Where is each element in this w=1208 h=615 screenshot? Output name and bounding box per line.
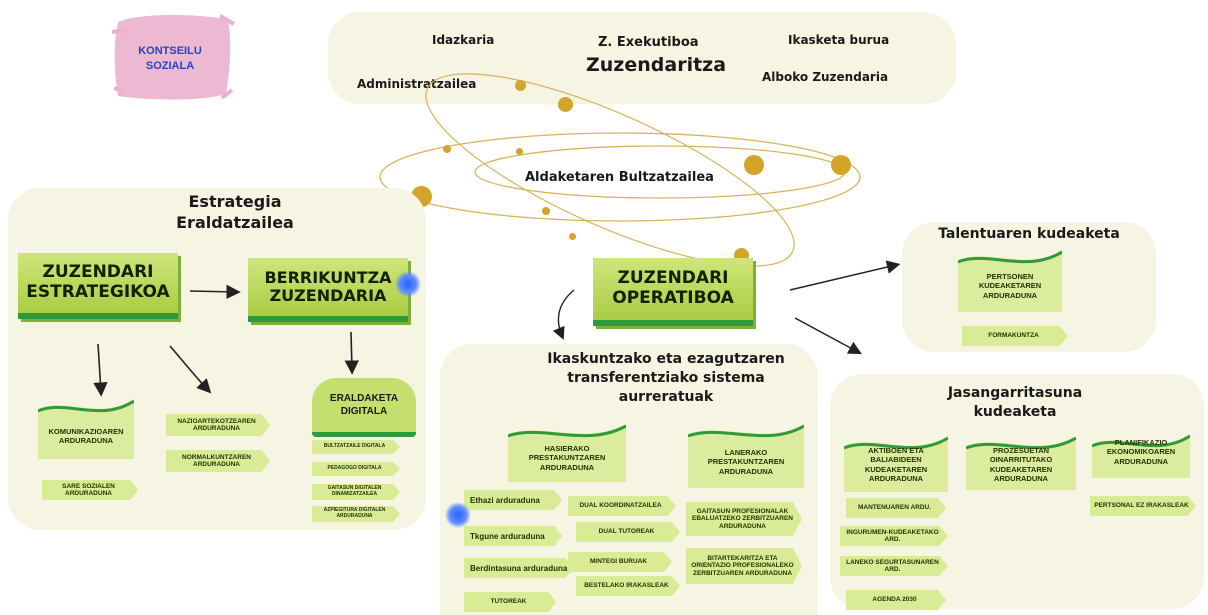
- zuzendari-estrategikoa-box: ZUZENDARI ESTRATEGIKOA: [18, 253, 178, 319]
- normalkuntza-tag: NORMALKUNTZAREN ARDURADUNA: [166, 450, 270, 472]
- planifikazio-card: PLANIFIKAZIO EKONOMIKOAREN ARDURADUNA: [1092, 434, 1190, 478]
- alboko-zuzendaria-label: Alboko Zuzendaria: [762, 70, 889, 84]
- dual-tutoreak-tag: DUAL TUTOREAK: [576, 522, 680, 542]
- komunikazioa-label: KOMUNIKAZIOAREN ARDURADUNA: [48, 427, 124, 446]
- pertsonal-tag: PERTSONAL EZ IRAKASLEAK: [1090, 496, 1196, 516]
- administratzailea-label: Administratzailea: [357, 77, 477, 91]
- cursor-highlight: [445, 502, 471, 528]
- exekutiboa-label: Z. Exekutiboa: [598, 35, 699, 50]
- zuzendaritza-panel: [328, 12, 956, 104]
- orbit-dot: [558, 97, 573, 112]
- lanerako-label: LANERAKO PRESTAKUNTZAREN ARDURADUNA: [707, 448, 785, 476]
- digital-tag: BULTZATZAILE DIGITALA: [312, 440, 400, 454]
- eraldaketa-digitala-label: ERALDAKETA DIGITALA: [329, 393, 399, 417]
- zuzendari-operatiboa-box: ZUZENDARI OPERATIBOA: [593, 258, 753, 326]
- aktiboen-label: AKTIBOEN ETA BALIABIDEEN KUDEAKETAREN AR…: [864, 446, 928, 484]
- prozesuetan-card: PROZESUETAN OINARRITUTAKO KUDEAKETAREN A…: [966, 436, 1076, 490]
- orbit-dot: [542, 207, 550, 215]
- tutoreak-tag: TUTOREAK: [464, 592, 556, 612]
- agenda-2030-tag: AGENDA 2030: [846, 590, 946, 610]
- hasierako-label: HASIERAKO PRESTAKUNTZAREN ARDURADUNA: [528, 444, 606, 472]
- mantenua-tag: MANTENUAREN ARDU.: [846, 498, 946, 518]
- orbit-dot: [443, 145, 451, 153]
- cursor-highlight: [395, 271, 421, 297]
- tkgune-tag: Tkgune arduraduna: [464, 526, 562, 546]
- mintegi-buruak-tag: MINTEGI BURUAK: [568, 552, 672, 572]
- orbit-dot: [569, 233, 576, 240]
- planifikazio-label: PLANIFIKAZIO EKONOMIKOAREN ARDURADUNA: [1106, 438, 1176, 466]
- dual-koordinatzailea-tag: DUAL KOORDINATZAILEA: [568, 496, 676, 516]
- berrikuntza-zuzendaria-box: BERRIKUNTZA ZUZENDARIA: [248, 258, 408, 322]
- formakuntza-tag: FORMAKUNTZA: [962, 326, 1068, 346]
- berdintasuna-tag: Berdintasuna arduraduna: [464, 558, 574, 578]
- ingurumen-tag: INGURUMEN-KUDEAKETAKO ARD.: [840, 526, 948, 546]
- kontseilu-soziala-label: KONTSEILU SOZIALA: [138, 45, 202, 73]
- orbit-dot: [515, 80, 526, 91]
- komunikazioa-card: KOMUNIKAZIOAREN ARDURADUNA: [38, 399, 134, 459]
- bitartekaritza-tag: BITARTEKARITZA ETA ORIENTAZIO PROFESIONA…: [686, 548, 802, 584]
- jasangarritasuna-title: Jasangarritasuna kudeaketa: [947, 385, 1083, 420]
- zuzendaritza-title: Zuzendaritza: [586, 54, 727, 76]
- laneko-segurtasun-tag: LANEKO SEGURTASUNAREN ARD.: [840, 556, 948, 576]
- estrategia-title: Estrategia Eraldatzailea: [176, 192, 294, 232]
- hasierako-card: HASIERAKO PRESTAKUNTZAREN ARDURADUNA: [508, 424, 626, 482]
- ethazi-tag: Ethazi arduraduna: [464, 490, 562, 510]
- eraldaketa-digitala-box: [312, 378, 416, 437]
- idazkaria-label: Idazkaria: [432, 33, 495, 47]
- pertsonen-label: PERTSONEN KUDEAKETAREN ARDURADUNA: [978, 272, 1042, 300]
- digital-tag: AZPIEGITURA DIGITALEN ARDURADUNA: [312, 506, 400, 522]
- bestelako-irakasleak-tag: BESTELAKO IRAKASLEAK: [576, 576, 680, 596]
- kontseilu-brush-shape: [111, 14, 235, 100]
- orbit-dot: [516, 148, 523, 155]
- talentu-title: Talentuaren kudeaketa: [938, 226, 1120, 242]
- nazioartekotzea-tag: NAZIOARTEKOTZEAREN ARDURADUNA: [166, 414, 270, 436]
- aldaketaren-bultzatzailea-label: Aldaketaren Bultzatzailea: [525, 170, 714, 185]
- orbit-dot: [831, 155, 851, 175]
- gaitasun-tag: GAITASUN PROFESIONALAK EBALUATZEKO ZERBI…: [686, 502, 802, 536]
- ikaskuntza-title: Ikaskuntzako eta ezagutzaren transferent…: [547, 351, 785, 405]
- digital-tag: PEDAGOGO DIGITALA: [312, 462, 400, 476]
- sare-sozialen-tag: SARE SOZIALEN ARDURADUNA: [42, 480, 138, 500]
- digital-tag: GAITASUN DIGITALEN DINAMIZATZAILEA: [312, 484, 400, 500]
- ikasketa-burua-label: Ikasketa burua: [788, 33, 890, 47]
- lanerako-card: LANERAKO PRESTAKUNTZAREN ARDURADUNA: [688, 424, 804, 488]
- pertsonen-card: PERTSONEN KUDEAKETAREN ARDURADUNA: [958, 250, 1062, 312]
- orbit-dot: [744, 155, 764, 175]
- prozesuetan-label: PROZESUETAN OINARRITUTAKO KUDEAKETAREN A…: [989, 446, 1053, 484]
- aktiboen-card: AKTIBOEN ETA BALIABIDEEN KUDEAKETAREN AR…: [844, 436, 948, 492]
